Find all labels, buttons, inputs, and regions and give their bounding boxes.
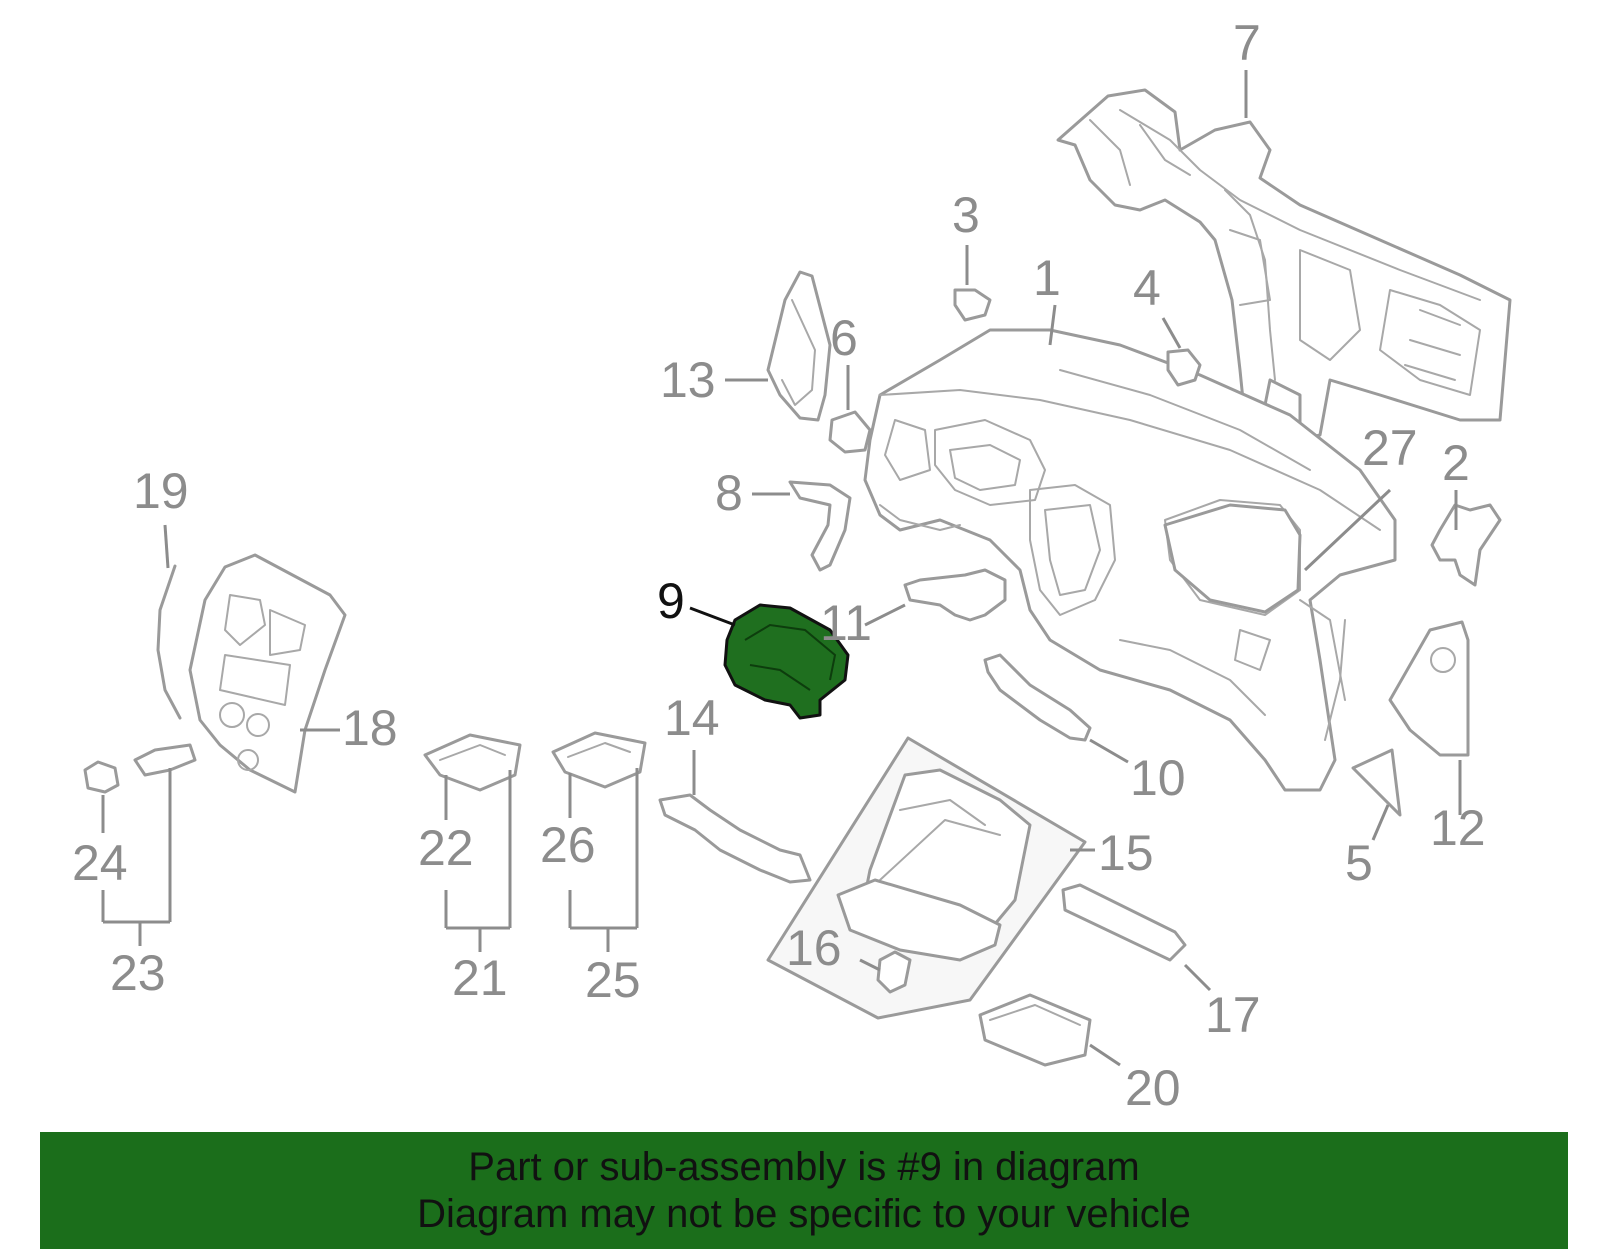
part-26-vent — [551, 731, 647, 789]
part-13-side-cover — [766, 270, 832, 422]
callout-14: 14 — [664, 690, 720, 746]
part-15-glovebox — [766, 736, 1087, 1020]
part-11-duct — [903, 568, 1007, 622]
callout-22: 22 — [418, 820, 474, 876]
callout-19: 19 — [133, 463, 189, 519]
callout-13: 13 — [660, 352, 716, 408]
part-20-storage-box — [978, 993, 1092, 1067]
part-24-switch — [83, 760, 120, 794]
callout-27: 27 — [1362, 420, 1418, 476]
callout-17: 17 — [1205, 987, 1261, 1043]
callout-5: 5 — [1345, 835, 1373, 891]
callout-3: 3 — [952, 187, 980, 243]
part-5-trim — [1351, 748, 1402, 817]
part-3-cap — [953, 288, 992, 322]
part-18-center-bezel — [188, 553, 347, 794]
part-23-switch — [133, 743, 197, 777]
callout-10: 10 — [1130, 750, 1186, 806]
callout-16: 16 — [786, 920, 842, 976]
callout-18: 18 — [342, 700, 398, 756]
part-8-duct — [788, 480, 852, 572]
callout-1: 1 — [1033, 250, 1061, 306]
callout-labels: 1 2 3 4 5 6 7 8 9 10 11 12 13 14 15 16 1… — [72, 15, 1486, 1116]
part-6-clip — [828, 410, 872, 454]
callout-8: 8 — [715, 465, 743, 521]
callout-9: 9 — [657, 573, 685, 629]
callout-26: 26 — [540, 817, 596, 873]
part-27-pad — [1163, 503, 1302, 614]
info-banner: Part or sub-assembly is #9 in diagram Di… — [40, 1132, 1568, 1249]
part-16-clip — [876, 950, 912, 994]
callout-20: 20 — [1125, 1060, 1181, 1116]
part-22-vent — [423, 733, 522, 792]
banner-line-2: Diagram may not be specific to your vehi… — [417, 1192, 1191, 1236]
callout-11: 11 — [820, 595, 872, 651]
part-17-lower-panel — [1061, 883, 1187, 962]
part-9-cluster-hood — [723, 603, 850, 720]
part-14-brace — [658, 793, 812, 884]
callout-4: 4 — [1133, 260, 1161, 316]
callout-15: 15 — [1098, 825, 1154, 881]
callout-12: 12 — [1430, 800, 1486, 856]
part-12-side-trim — [1388, 620, 1470, 757]
part-4-cap — [1166, 348, 1202, 387]
callout-25: 25 — [585, 952, 641, 1008]
banner-line-1: Part or sub-assembly is #9 in diagram — [468, 1145, 1140, 1189]
part-2-bracket — [1430, 503, 1502, 587]
part-19-strip — [156, 564, 182, 720]
callout-23: 23 — [110, 945, 166, 1001]
part-10-brace — [983, 653, 1092, 742]
callout-24: 24 — [72, 835, 128, 891]
callout-6: 6 — [830, 310, 858, 366]
callout-21: 21 — [452, 950, 508, 1006]
callout-2: 2 — [1442, 435, 1470, 491]
leader-lines — [101, 70, 1462, 1067]
part-7-crossbeam — [1056, 88, 1512, 442]
callout-7: 7 — [1233, 15, 1261, 71]
